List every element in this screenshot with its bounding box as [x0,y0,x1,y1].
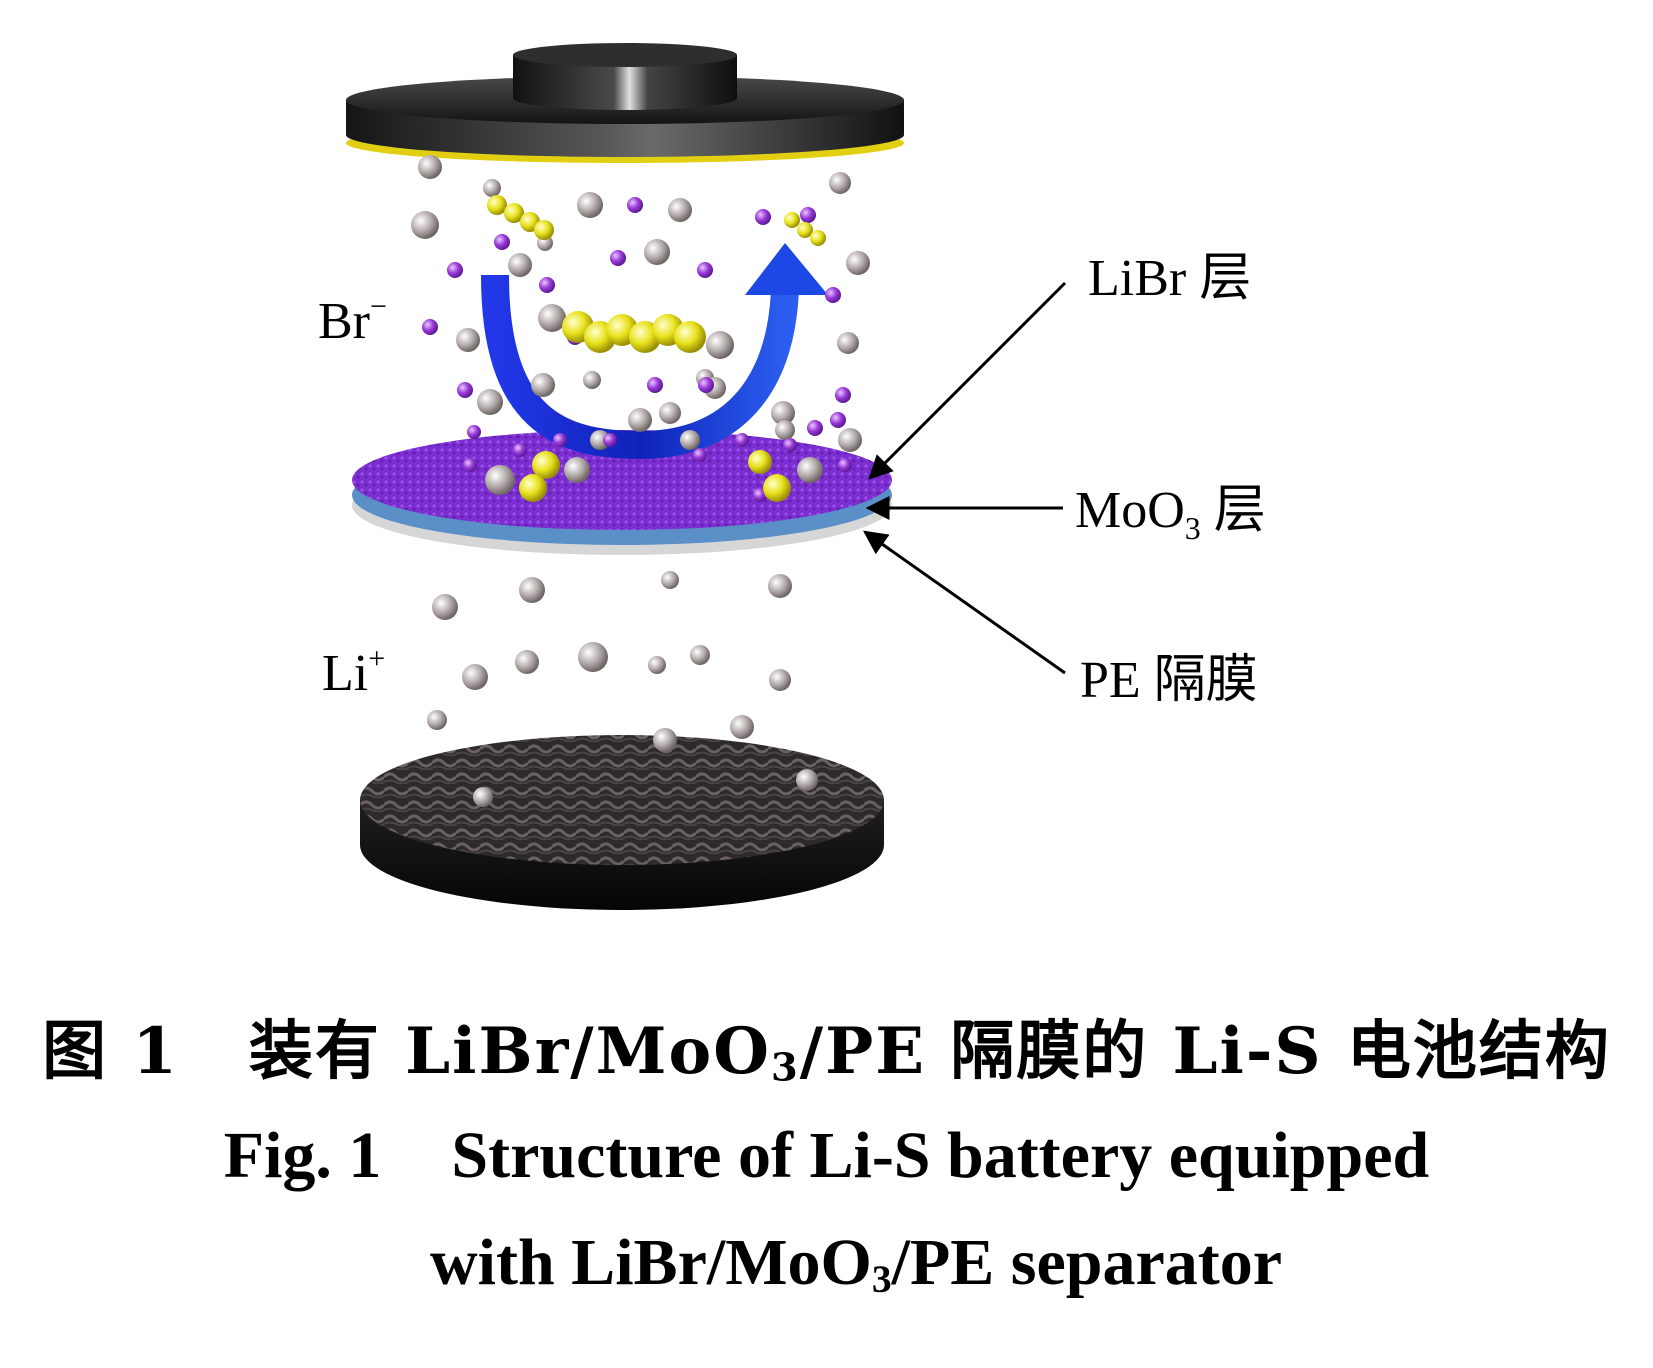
anode-surface [360,735,884,865]
shuttle-arrow-head [745,243,828,295]
caption-en-part-b: /PE separator [891,1226,1283,1299]
caption-cn-fignum: 图 1 [42,1014,179,1089]
caption-english-line2: with LiBr/MoO3/PE separator [430,1225,1630,1302]
pe-leader-arrow [863,530,1066,675]
libr-leader-arrow [868,281,1067,480]
caption-en-line1-text: Structure of Li-S battery equipped [451,1119,1430,1192]
cap-terminal [513,55,737,110]
particles [411,155,870,807]
libr-layer-label: LiBr 层 [1088,250,1251,307]
anode-disc [360,735,884,910]
caption-cn-part-b: /PE 隔膜的 Li-S 电池结构 [799,1014,1611,1089]
caption-cn-sub: 3 [770,1045,800,1091]
shuttle-arrow [481,274,799,460]
br-ion-label: Br− [318,290,387,350]
moo3-layer-label: MoO3 层 [1075,482,1266,546]
caption-en-fignum: Fig. 1 [223,1119,382,1192]
li-ion-label: Li+ [322,642,385,702]
caption-cn-part-a: 装有 LiBr/MoO [248,1014,771,1089]
caption-en-part-a: with LiBr/MoO [430,1226,872,1299]
caption-en-sub: 3 [871,1256,892,1301]
caption-english-line1: Fig. 1 Structure of Li-S battery equipped [0,1118,1653,1194]
pe-separator-label: PE 隔膜 [1080,652,1258,709]
caption-chinese: 图 1 装有 LiBr/MoO3/PE 隔膜的 Li-S 电池结构 [0,1000,1653,1092]
top-cap [346,43,904,163]
